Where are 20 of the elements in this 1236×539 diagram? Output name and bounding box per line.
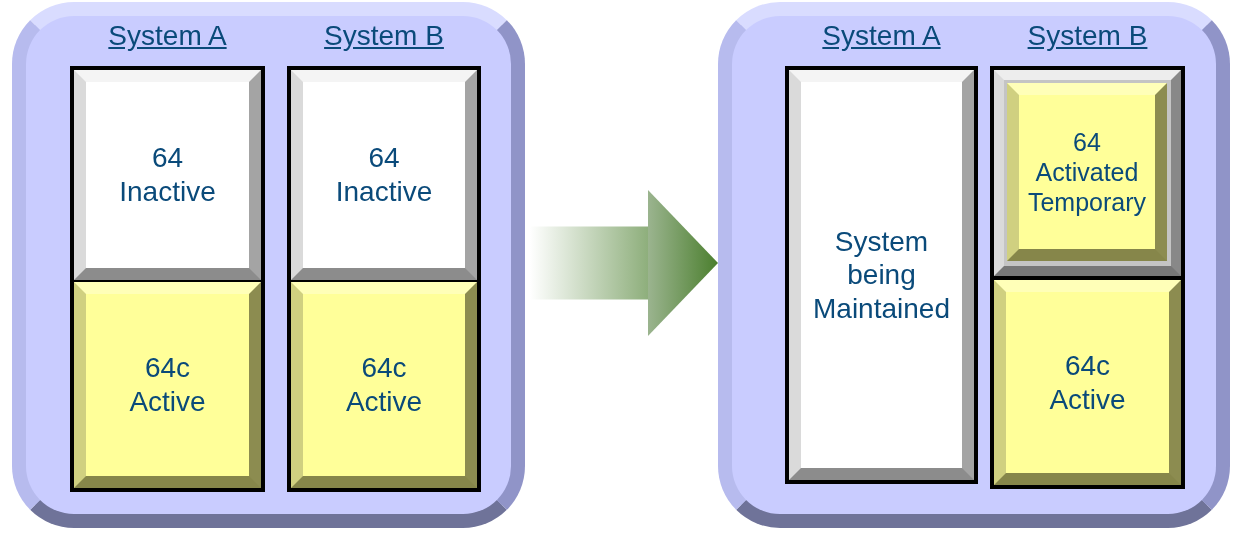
- rounded-panel: [718, 2, 1230, 528]
- cell-text: System being Maintained: [812, 224, 951, 326]
- cell-text: 64c Active: [344, 351, 424, 419]
- cell-text: 64c Active: [1048, 348, 1127, 417]
- bevel-box: [291, 70, 477, 280]
- column-heading: System A: [107, 20, 228, 52]
- cell-text: 64 Inactive: [334, 141, 434, 209]
- cell-text: 64 Inactive: [118, 141, 217, 209]
- column-heading: System B: [1026, 20, 1149, 52]
- column-heading: System B: [323, 20, 445, 52]
- bevel-box: [1007, 83, 1167, 261]
- column-heading: System A: [821, 20, 942, 52]
- cell-text: 64 Activated Temporary: [1026, 127, 1148, 217]
- bevel-box: [994, 280, 1181, 485]
- bevel-box: [291, 282, 477, 488]
- bevel-box: [74, 282, 261, 488]
- rounded-panel: [12, 2, 525, 528]
- cell-text: 64c Active: [128, 351, 207, 419]
- bevel-box: [74, 70, 261, 280]
- bevel-box: [994, 70, 1181, 276]
